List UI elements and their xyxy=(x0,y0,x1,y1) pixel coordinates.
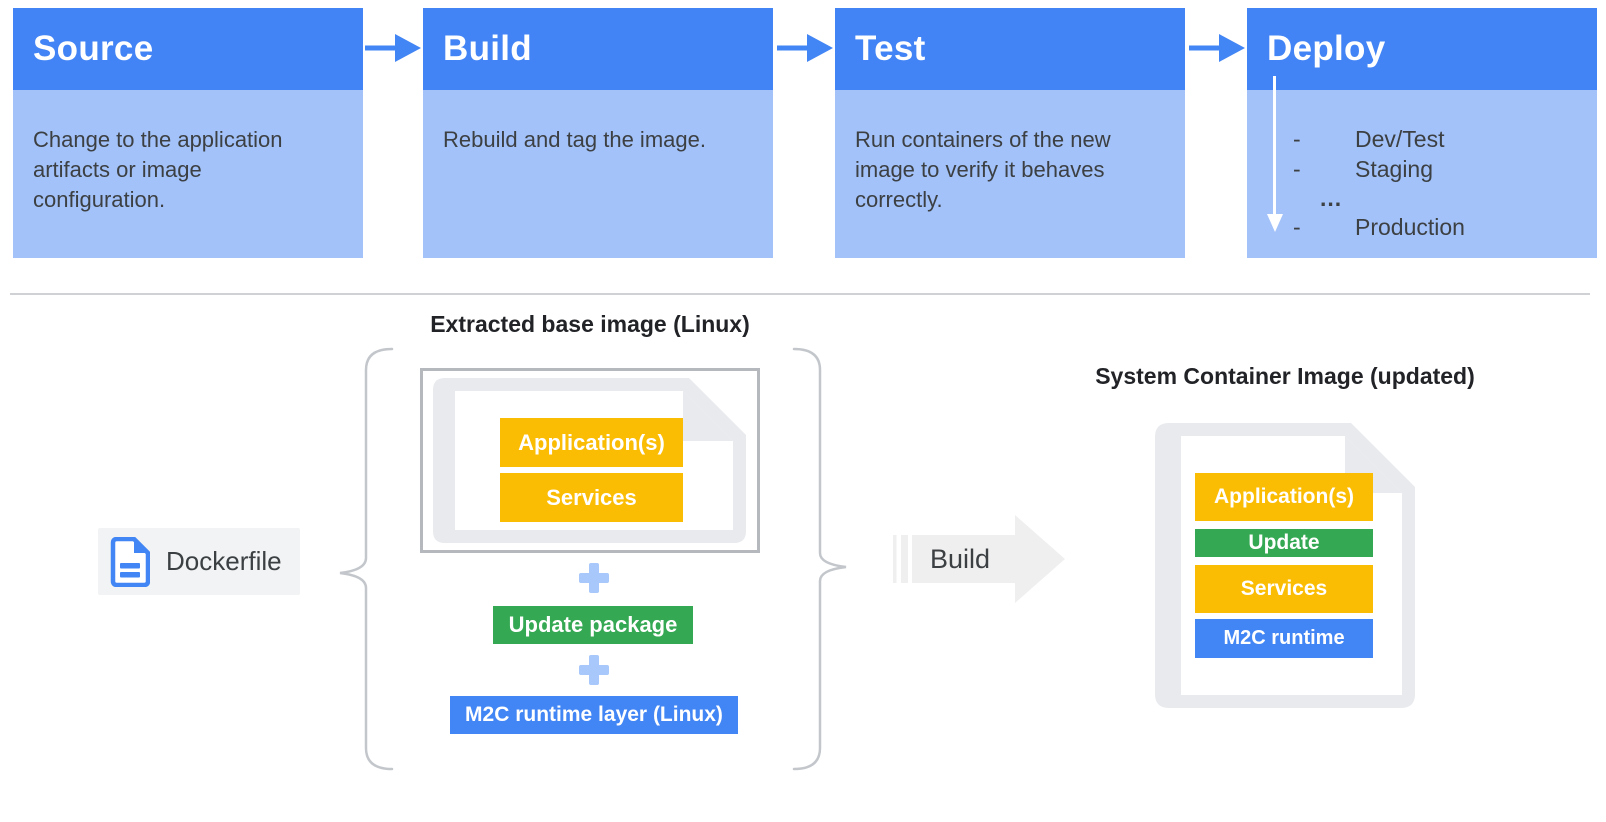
flow-arrow-icon xyxy=(1189,34,1245,62)
dockerfile-label: Dockerfile xyxy=(166,546,282,576)
deploy-item-dev-test: - Dev/Test xyxy=(1293,124,1465,154)
result-layer-update: Update xyxy=(1195,529,1373,557)
build-arrow-icon xyxy=(893,515,1065,603)
deploy-item-staging: - Staging xyxy=(1293,154,1465,184)
pipeline-stage-deploy: Deploy xyxy=(1247,8,1597,258)
stage-title-deploy: Deploy xyxy=(1247,8,1597,90)
build-arrow-label: Build xyxy=(929,543,991,574)
pipeline-stage-build: Build Rebuild and tag the image. xyxy=(423,8,773,258)
stage-body-deploy xyxy=(1247,90,1597,258)
layer-applications: Application(s) xyxy=(500,418,683,467)
deploy-item-bullet: - xyxy=(1293,125,1301,152)
result-layer-applications: Application(s) xyxy=(1195,473,1373,521)
deploy-item-production: - Production xyxy=(1293,212,1465,242)
deploy-flow-arrow-icon xyxy=(1273,76,1276,216)
pipeline-stage-source: Source Change to the application artifac… xyxy=(13,8,363,258)
flow-arrow-icon xyxy=(365,34,421,62)
separator-line xyxy=(10,293,1590,295)
flow-arrow-icon xyxy=(777,34,833,62)
pipeline-stage-test: Test Run containers of the new image to … xyxy=(835,8,1185,258)
deploy-flow-arrowhead-icon xyxy=(1267,214,1283,232)
result-image-title: System Container Image (updated) xyxy=(1095,363,1475,389)
plus-icon xyxy=(579,655,609,685)
deploy-item-bullet: ... xyxy=(1320,184,1343,211)
stage-title-source: Source xyxy=(13,8,363,90)
layer-services: Services xyxy=(500,473,683,522)
deploy-environment-list: - Dev/Test - Staging ... - Production xyxy=(1293,124,1465,242)
layer-update-package: Update package xyxy=(493,606,693,644)
deploy-item-label: Staging xyxy=(1355,155,1434,182)
dockerfile-document-icon xyxy=(110,536,150,587)
plus-icon xyxy=(579,563,609,593)
stage-description-source: Change to the application artifacts or i… xyxy=(13,90,363,258)
layer-m2c-runtime: M2C runtime layer (Linux) xyxy=(450,696,738,734)
deploy-item-label: Dev/Test xyxy=(1355,125,1445,152)
stage-title-build: Build xyxy=(423,8,773,90)
stage-title-test: Test xyxy=(835,8,1185,90)
deploy-item-bullet: - xyxy=(1293,155,1301,182)
extracted-base-image-title: Extracted base image (Linux) xyxy=(430,311,750,337)
result-layer-m2c-runtime: M2C runtime xyxy=(1195,619,1373,658)
deploy-item-ellipsis: ... xyxy=(1293,184,1465,212)
deploy-item-label: Production xyxy=(1355,213,1465,240)
grouping-braces xyxy=(339,347,847,771)
deploy-item-bullet: - xyxy=(1293,213,1301,240)
right-brace-icon xyxy=(792,347,847,771)
stage-description-build: Rebuild and tag the image. xyxy=(423,90,773,258)
stage-description-test: Run containers of the new image to verif… xyxy=(835,90,1185,258)
dockerfile-chip: Dockerfile xyxy=(98,528,300,595)
result-layer-services: Services xyxy=(1195,565,1373,613)
left-brace-icon xyxy=(339,347,394,771)
